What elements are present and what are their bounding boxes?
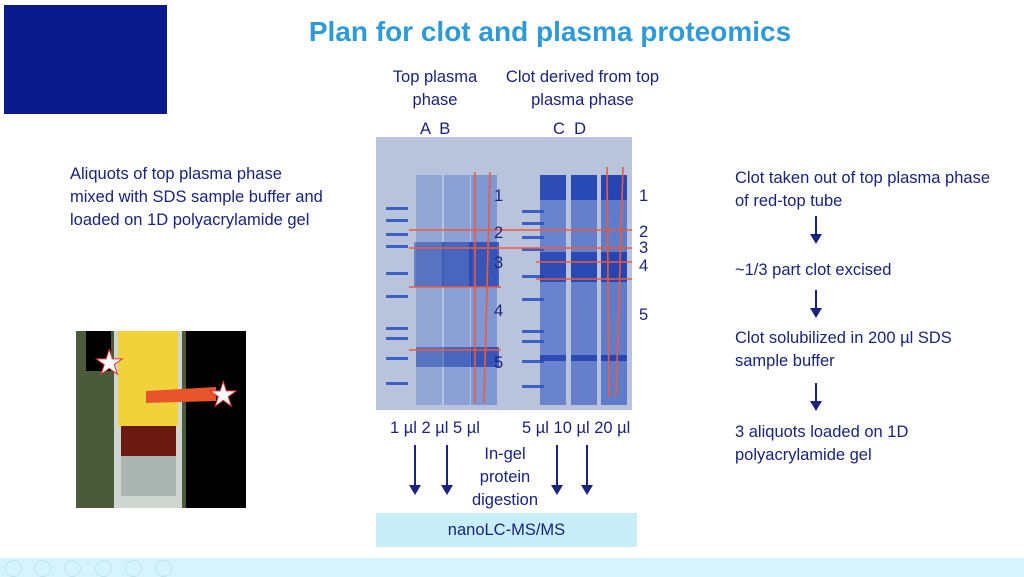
ladder-band: [522, 210, 544, 213]
arrow-down-icon: [409, 445, 421, 495]
previous-slide-button[interactable]: [5, 560, 22, 577]
step-1: Clot taken out of top plasma phase of re…: [735, 169, 990, 210]
ladder-band: [522, 275, 544, 278]
star-icon: ★: [208, 376, 238, 414]
logo-block: [4, 5, 167, 114]
slide-controls-bar: [0, 558, 1024, 577]
band: [571, 175, 597, 200]
band: [469, 242, 499, 287]
cut-line: [606, 166, 610, 398]
ladder-band: [522, 360, 544, 363]
lane: [416, 175, 442, 405]
band: [601, 252, 627, 282]
fraction-left-1: 1: [494, 187, 504, 205]
ladder-band: [386, 219, 408, 222]
step-4: 3 aliquots loaded on 1D polyacrylamide g…: [735, 423, 909, 464]
ladder-band: [522, 236, 544, 239]
ladder-band: [522, 330, 544, 333]
volumes-left: 1 µl 2 µl 5 µl: [390, 419, 480, 437]
slides-icon[interactable]: [95, 560, 112, 577]
arrow-down-icon: [810, 290, 822, 318]
band: [571, 252, 597, 282]
gel-header-left: Top plasma phase: [392, 68, 478, 109]
band: [442, 242, 472, 287]
arrow-down-icon: [581, 445, 593, 495]
fraction-right-3: 3: [639, 239, 649, 257]
ladder-band: [522, 298, 544, 301]
fraction-right-4: 4: [639, 257, 649, 275]
ms-box: nanoLC-MS/MS: [376, 513, 637, 547]
tube-photo: ★ ★: [76, 331, 246, 508]
arrow-down-icon: [441, 445, 453, 495]
ladder-band: [386, 327, 408, 330]
band: [416, 347, 444, 367]
ladder-band: [386, 233, 408, 236]
band: [601, 355, 627, 361]
fraction-left-2: 2: [494, 224, 504, 242]
band: [540, 355, 566, 361]
zoom-icon[interactable]: [125, 560, 142, 577]
ladder-band: [386, 337, 408, 340]
band: [444, 347, 472, 367]
lane-labels-left: A B: [420, 120, 451, 138]
lane: [571, 175, 597, 405]
ladder-band: [386, 272, 408, 275]
fraction-left-3: 3: [494, 254, 504, 272]
ladder-band: [386, 207, 408, 210]
gel-svg: [386, 166, 632, 405]
lane: [540, 175, 566, 405]
ladder-band: [386, 382, 408, 385]
fraction-left-4: 4: [494, 302, 504, 320]
cut-line: [483, 171, 491, 404]
star-icon: ★: [94, 344, 124, 382]
slide-title: Plan for clot and plasma proteomics: [308, 16, 792, 47]
next-slide-button[interactable]: [34, 560, 51, 577]
band: [414, 242, 444, 287]
fraction-left-5: 5: [494, 354, 504, 372]
more-options-icon[interactable]: [155, 560, 172, 577]
digestion-label: In-gel protein digestion: [471, 445, 539, 509]
ladder-band: [522, 385, 544, 388]
lane: [601, 175, 627, 405]
band: [540, 252, 566, 282]
arrow-down-icon: [810, 216, 822, 244]
arrow-down-icon: [810, 383, 822, 411]
gel-image: [376, 137, 632, 410]
ladder-band: [386, 357, 408, 360]
step-2: ~1/3 part clot excised: [735, 261, 892, 279]
volumes-right: 5 µl 10 µl 20 µl: [522, 419, 631, 437]
ladder-band: [522, 340, 544, 343]
pen-icon[interactable]: [64, 560, 81, 577]
lane-labels-right: C D: [553, 120, 586, 138]
fraction-right-2: 2: [639, 223, 649, 241]
fraction-right-5: 5: [639, 306, 649, 324]
gel-header-right: Clot derived from top plasma phase: [505, 68, 660, 109]
cut-line: [615, 166, 624, 398]
arrow-down-icon: [551, 445, 563, 495]
left-description: Aliquots of top plasma phase mixed with …: [70, 165, 323, 229]
step-3: Clot solubilized in 200 µl SDS sample bu…: [735, 329, 952, 370]
ladder-band: [386, 295, 408, 298]
tube-illustration: ★ ★: [76, 331, 246, 508]
band: [540, 175, 566, 200]
ladder-band: [522, 222, 544, 225]
ladder-band: [522, 248, 544, 251]
band: [571, 355, 597, 361]
ladder-band: [386, 245, 408, 248]
fraction-right-1: 1: [639, 187, 649, 205]
lane: [444, 175, 470, 405]
